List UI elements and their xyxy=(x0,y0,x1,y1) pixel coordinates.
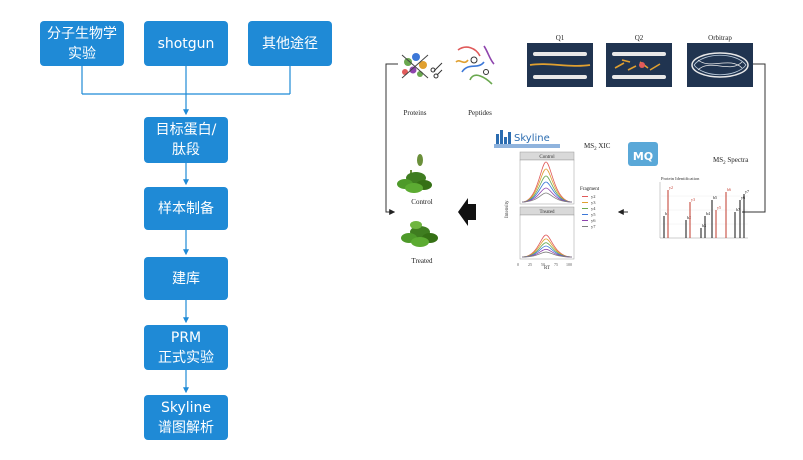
maxquant-logo-icon: MQ xyxy=(628,142,658,166)
flow-box-text: 建库 xyxy=(172,270,200,287)
spectrum-ion-label: b4 xyxy=(706,211,710,216)
spectrum-ion-label: b3 xyxy=(702,223,706,228)
proteins-icon xyxy=(401,53,429,79)
spectrum-ion-label: y7 xyxy=(745,189,749,194)
xic-trace xyxy=(521,175,573,203)
peptides-icon xyxy=(455,45,495,85)
flow-box-text: 其他途径 xyxy=(262,35,318,52)
skyline-logo-text: Skyline xyxy=(514,133,550,144)
xic-tick: 75 xyxy=(554,262,558,267)
ms2-xic-label: MS2 XIC xyxy=(584,142,611,152)
spectrum-ion-label: b6 xyxy=(727,187,731,192)
flow-box-text: PRM xyxy=(170,329,202,346)
scissors-icon xyxy=(430,62,443,79)
spectrum-ion-label: b5 xyxy=(713,195,717,200)
xic-trace xyxy=(521,187,573,203)
spectrum-ion-label: y5 xyxy=(717,205,721,210)
flow-box-sample-prep: 样本制备 xyxy=(144,187,228,230)
xic-trace xyxy=(521,181,573,203)
flow-box-text: 谱图解析 xyxy=(158,419,214,436)
treated-label: Treated xyxy=(411,257,433,265)
xic-trace xyxy=(521,248,573,258)
maxquant-logo-text: MQ xyxy=(633,150,653,163)
xic-control-header: Control xyxy=(539,155,555,160)
fragment-label: y7 xyxy=(591,224,596,229)
xic-trace xyxy=(521,238,573,258)
flow-box-text: 分子生物学 xyxy=(47,25,117,42)
peptides-label: Peptides xyxy=(468,109,492,117)
flow-box-text: 实验 xyxy=(68,45,96,62)
xic-trace xyxy=(521,234,573,258)
ms2-spectra-label: MS2 Spectra xyxy=(713,156,749,166)
spectrum-ion-label: y3 xyxy=(691,197,695,202)
control-label: Control xyxy=(411,198,432,206)
skyline-logo-icon xyxy=(494,130,560,148)
flow-box-other-methods: 其他途径 xyxy=(248,21,332,66)
xic-chromatogram-panel: Control Treated Intensity RT 0 25 50 75 … xyxy=(505,151,575,271)
spectrum-ion-label: y6 xyxy=(741,195,745,200)
spectrum-ion-label: b7 xyxy=(736,207,740,212)
spectrum-title: Protein Identification xyxy=(661,176,700,181)
flow-box-molecular-biology: 分子生物学 实验 xyxy=(40,21,124,66)
fragment-label: y5 xyxy=(591,212,596,217)
xic-trace xyxy=(521,242,573,258)
fragment-legend-title: Fragment xyxy=(580,187,600,192)
control-plant-image xyxy=(397,154,432,193)
xic-trace xyxy=(521,161,573,203)
flow-box-target-protein: 目标蛋白/ 肽段 xyxy=(144,117,228,163)
orbitrap-label: Orbitrap xyxy=(708,34,732,42)
q2-label: Q2 xyxy=(635,34,644,42)
fragment-label: y6 xyxy=(591,218,596,223)
proteins-label: Proteins xyxy=(404,109,427,117)
flow-box-shotgun: shotgun xyxy=(144,21,228,66)
orbitrap-analyzer xyxy=(687,43,753,87)
spectrum-ion-label: b2 xyxy=(687,215,691,220)
xic-rt-label: RT xyxy=(544,266,550,271)
q1-quadrupole xyxy=(527,43,593,87)
flow-box-text: shotgun xyxy=(157,35,215,52)
q1-label: Q1 xyxy=(556,34,565,42)
flow-box-prm: PRM 正式实验 xyxy=(144,325,228,370)
flow-box-text: 样本制备 xyxy=(158,200,214,217)
xic-trace xyxy=(521,245,573,258)
xic-trace xyxy=(521,251,573,258)
q2-collision-cell xyxy=(606,43,672,87)
flow-box-text: Skyline xyxy=(160,399,212,416)
arrow-left-icon xyxy=(458,198,476,226)
flow-box-text: 正式实验 xyxy=(158,349,214,366)
xic-trace xyxy=(521,192,573,203)
flow-box-library: 建库 xyxy=(144,257,228,300)
fragment-label: y2 xyxy=(591,194,596,199)
flow-box-text: 目标蛋白/ xyxy=(155,122,217,138)
xic-tick: 100 xyxy=(566,262,572,267)
xic-tick: 25 xyxy=(528,262,532,267)
spectrum-ion-label: b1 xyxy=(665,211,669,216)
xic-intensity-label: Intensity xyxy=(505,200,510,218)
spectrum-ion-label: y2 xyxy=(669,185,673,190)
xic-tick: 0 xyxy=(517,262,519,267)
fragment-label: y3 xyxy=(591,200,596,205)
xic-tick: 50 xyxy=(541,262,545,267)
treated-plant-image xyxy=(401,221,438,247)
flow-box-skyline: Skyline 谱图解析 xyxy=(144,395,228,440)
flow-box-text: 肽段 xyxy=(172,142,200,158)
xic-trace xyxy=(521,168,573,203)
xic-treated-header: Treated xyxy=(539,210,555,215)
fragment-label: y4 xyxy=(591,206,596,211)
